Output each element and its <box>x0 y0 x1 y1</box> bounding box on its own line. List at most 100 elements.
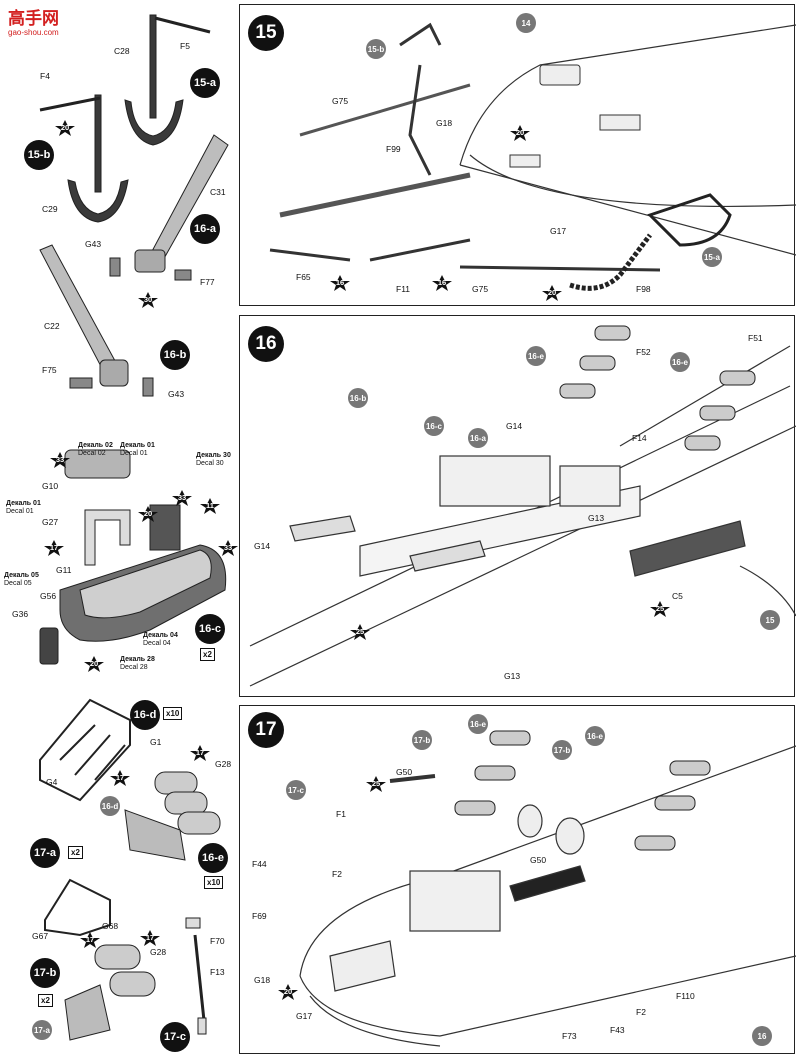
step-reference: 14 <box>516 13 536 33</box>
paint-star: 20 <box>278 984 298 1000</box>
step-reference: 16 <box>752 1026 772 1046</box>
part-label: G14 <box>254 541 271 551</box>
paint-star: 17 <box>190 745 210 761</box>
step-16-panel: 16 16-e F52 F51 16-e 16-b 16-c 16-a G14 … <box>239 315 796 697</box>
paint-star: 20 <box>542 285 562 301</box>
step-17-panel: 17 16-e 17-b 17-b 16-e G50 25 17-c F1 F2… <box>239 705 796 1054</box>
multiplier-box: x10 <box>163 707 183 720</box>
paint-star: 33 <box>172 490 192 506</box>
part-label: G43 <box>168 389 185 399</box>
part-label: G67 <box>32 931 49 941</box>
part-label: C5 <box>672 591 683 601</box>
paint-star: 25 <box>350 624 370 640</box>
part-label: F13 <box>210 967 225 977</box>
step-reference: 16-e <box>670 352 690 372</box>
site-logo: 高手网 gao-shou.com <box>6 4 76 38</box>
part-label: G13 <box>588 513 605 523</box>
step-15-panel: 15 15-b 14 15-a G75 G18 F99 20 G17 F65 1… <box>239 4 796 306</box>
part-label: G1 <box>150 737 162 747</box>
part-label: C28 <box>114 46 130 56</box>
paint-star: 17 <box>80 932 100 948</box>
step-reference: 16-a <box>468 428 488 448</box>
paint-star: 17 <box>44 540 64 556</box>
substep-badge: 16-b <box>160 340 190 370</box>
part-label: G13 <box>504 671 521 681</box>
paint-star: 25 <box>366 776 386 792</box>
part-label: G18 <box>254 975 271 985</box>
part-label: G56 <box>40 591 57 601</box>
paint-star: 20 <box>84 656 104 672</box>
part-label: G11 <box>56 565 72 575</box>
substep-badge: 16-e <box>198 843 228 873</box>
part-label: F70 <box>210 936 225 946</box>
substep-badge: 16-a <box>190 214 220 244</box>
paint-star: 20 <box>510 125 530 141</box>
paint-star: 25 <box>650 601 670 617</box>
part-label: G36 <box>12 609 29 619</box>
part-label: C31 <box>210 187 226 197</box>
logo-url: gao-shou.com <box>8 28 59 37</box>
part-label: G75 <box>332 96 349 106</box>
part-label: F73 <box>562 1031 577 1041</box>
step-reference: 16-e <box>526 346 546 366</box>
part-label: G18 <box>436 118 453 128</box>
paint-star: 33 <box>50 452 70 468</box>
multiplier-box: x2 <box>38 994 53 1007</box>
paint-star: 30 <box>138 292 158 308</box>
paint-star: 16 <box>432 275 452 291</box>
paint-star: 33 <box>218 540 238 556</box>
part-label: F5 <box>180 41 190 51</box>
paint-star: 17 <box>140 930 160 946</box>
substep-badge: 17-a <box>30 838 60 868</box>
part-label: F4 <box>40 71 50 81</box>
paint-star: 20 <box>55 120 75 136</box>
part-label: G43 <box>85 239 102 249</box>
part-label: G68 <box>102 921 119 931</box>
substep-badge: 15-a <box>190 68 220 98</box>
part-label: G75 <box>472 284 489 294</box>
part-label: C29 <box>42 204 58 214</box>
part-label: F43 <box>610 1025 625 1035</box>
part-label: F1 <box>336 809 346 819</box>
step-reference: 16-d <box>100 796 120 816</box>
step-number: 16 <box>248 326 284 362</box>
step-reference: 16-c <box>424 416 444 436</box>
part-label: C22 <box>44 321 60 331</box>
part-label: G17 <box>296 1011 313 1021</box>
part-label: G17 <box>550 226 567 236</box>
left-column-artwork <box>39 14 229 1041</box>
part-label: F98 <box>636 284 651 294</box>
part-label: F69 <box>252 911 267 921</box>
substep-badge: 15-b <box>24 140 54 170</box>
step-number: 17 <box>248 712 284 748</box>
paint-star: 16 <box>330 275 350 291</box>
part-label: G10 <box>42 481 59 491</box>
substep-badge: 16-d <box>130 700 160 730</box>
step-number: 15 <box>248 15 284 51</box>
multiplier-box: x10 <box>204 876 224 889</box>
part-label: F44 <box>252 859 267 869</box>
paint-star: 20 <box>138 506 158 522</box>
step-reference: 16-b <box>348 388 368 408</box>
substep-badge: 16-c <box>195 614 225 644</box>
part-label: G27 <box>42 517 59 527</box>
part-label: F75 <box>42 365 57 375</box>
step-17-artwork <box>299 730 796 1047</box>
part-label: G28 <box>150 947 167 957</box>
step-reference: 17-b <box>552 740 572 760</box>
part-label: G4 <box>46 777 58 787</box>
part-label: F110 <box>676 991 695 1001</box>
substep-badge: 17-c <box>160 1022 190 1052</box>
step-reference: 16-e <box>468 714 488 734</box>
step-reference: 17-b <box>412 730 432 750</box>
part-label: F2 <box>332 869 342 879</box>
step-15-artwork <box>269 22 796 291</box>
step-reference: 15-b <box>366 39 386 59</box>
